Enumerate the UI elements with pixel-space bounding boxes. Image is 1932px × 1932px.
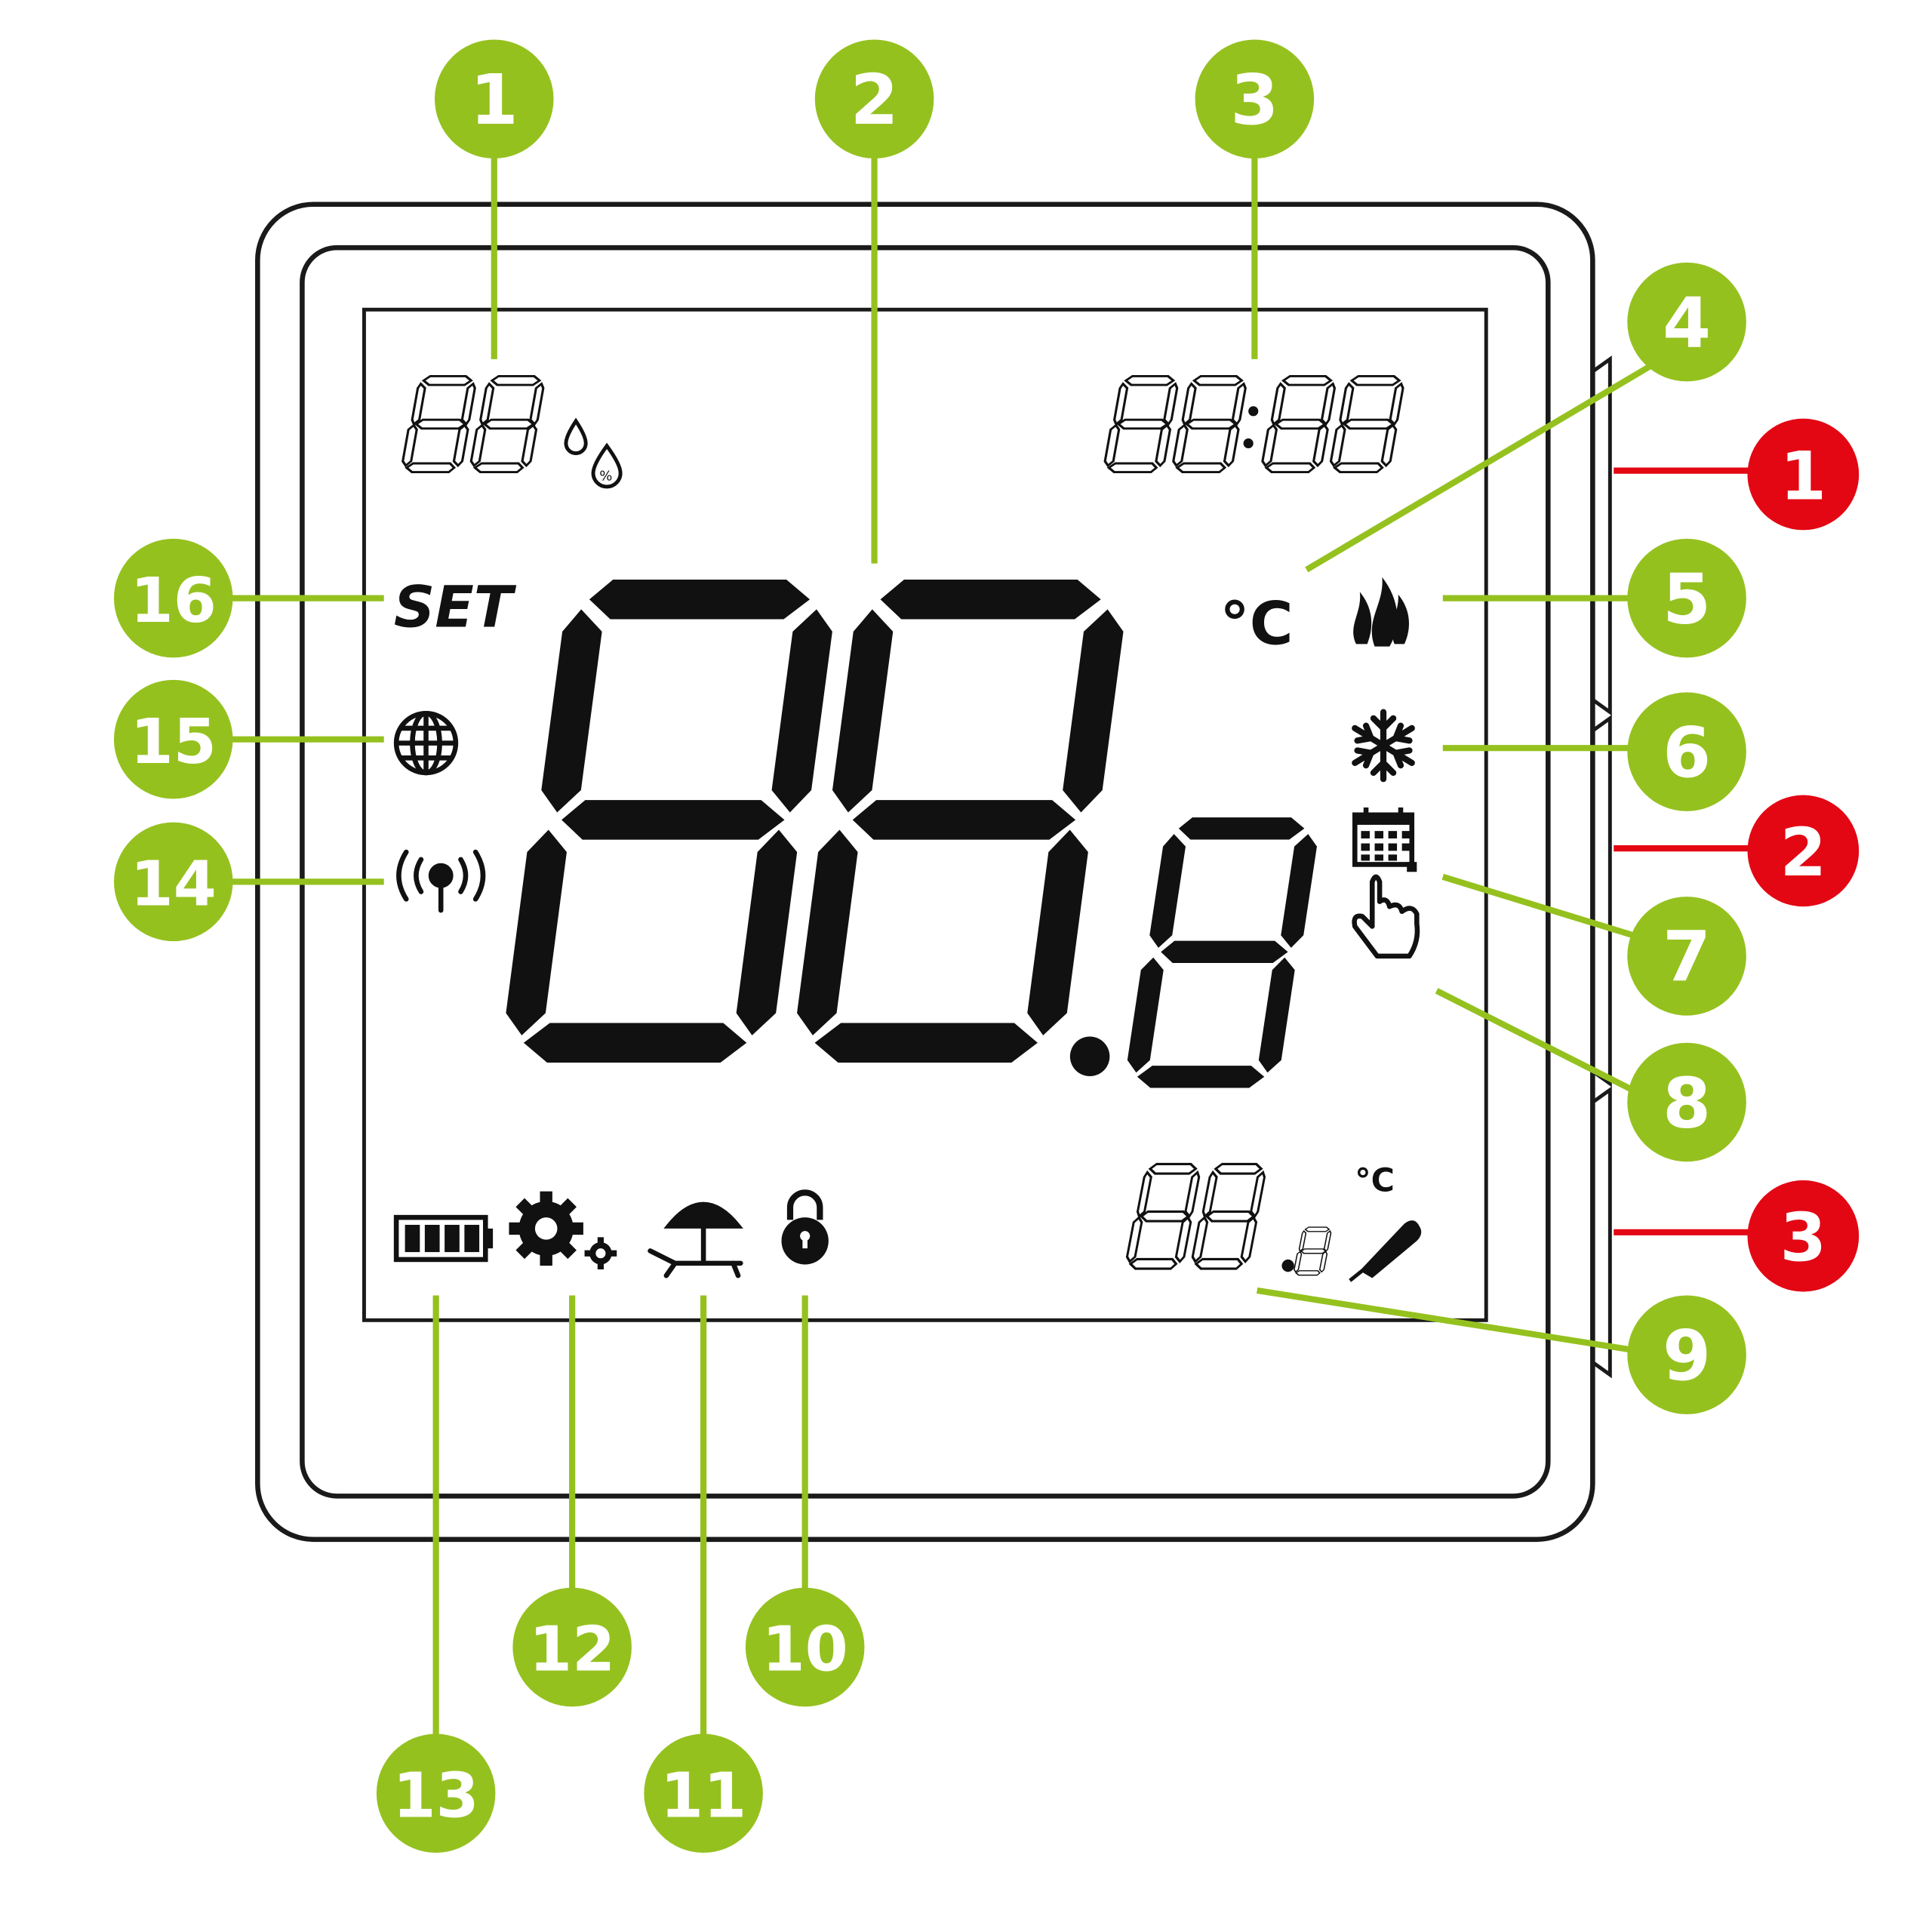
svg-text:15: 15 xyxy=(131,706,217,778)
callout-7: 7 xyxy=(1627,897,1746,1016)
callout-6: 6 xyxy=(1627,692,1746,811)
callout-16: 16 xyxy=(113,538,233,658)
clock-colon xyxy=(1243,406,1259,449)
globe-icon xyxy=(393,710,459,776)
svg-text:10: 10 xyxy=(762,1614,848,1686)
main-decimal-point xyxy=(1069,1036,1110,1077)
callout-1: 1 xyxy=(435,39,554,159)
svg-text:6: 6 xyxy=(1663,712,1711,793)
svg-text:2: 2 xyxy=(851,60,899,140)
svg-text:9: 9 xyxy=(1663,1315,1711,1396)
sunbed-umbrella-icon xyxy=(648,1201,743,1278)
flame-icon xyxy=(1353,577,1410,647)
callout-leaders-red xyxy=(1614,467,1759,1235)
svg-text:7: 7 xyxy=(1663,917,1711,998)
humidity-digits xyxy=(400,374,546,474)
callout-13: 13 xyxy=(376,1734,496,1853)
snowflake-icon xyxy=(1352,709,1415,783)
callout-14: 14 xyxy=(113,822,233,942)
callout-5: 5 xyxy=(1627,538,1746,658)
callout-leaders xyxy=(229,148,1664,1759)
hand-icon xyxy=(1352,874,1420,959)
svg-text:5: 5 xyxy=(1663,558,1711,639)
svg-text:%: % xyxy=(599,469,612,485)
callout-4: 4 xyxy=(1627,262,1746,382)
callout-11: 11 xyxy=(644,1734,763,1853)
callout-badges-green: 1 2 3 4 5 6 7 8 9 10 11 12 13 14 15 16 xyxy=(113,39,1746,1853)
svg-text:1: 1 xyxy=(1780,437,1827,515)
callout-8: 8 xyxy=(1627,1042,1746,1162)
main-temp-digits xyxy=(502,580,1320,1088)
clock-digits xyxy=(1102,374,1406,474)
callout-15: 15 xyxy=(113,679,233,799)
svg-text:11: 11 xyxy=(660,1760,746,1832)
wireless-icon xyxy=(396,849,486,913)
humidity-icon: % xyxy=(564,417,623,489)
celsius-small-label: °C xyxy=(1355,1162,1395,1200)
svg-text:3: 3 xyxy=(1780,1199,1827,1277)
celsius-main-label: °C xyxy=(1220,589,1293,658)
set-label: SET xyxy=(394,574,517,640)
svg-text:1: 1 xyxy=(470,60,518,140)
button-callout-3: 3 xyxy=(1747,1180,1860,1292)
side-button-2[interactable] xyxy=(1591,715,1612,1088)
callout-2: 2 xyxy=(814,39,934,159)
side-button-3[interactable] xyxy=(1591,1086,1612,1379)
floor-temp-digits xyxy=(1124,1162,1333,1276)
callout-9: 9 xyxy=(1627,1295,1746,1415)
floor-probe-icon xyxy=(1349,1220,1422,1282)
lock-icon xyxy=(781,1189,829,1265)
clock-readout: 88:88 xyxy=(1121,371,1124,372)
svg-text:14: 14 xyxy=(131,849,217,921)
humidity-readout: 88 xyxy=(421,371,423,372)
battery-icon xyxy=(393,1214,494,1263)
gears-icon xyxy=(509,1191,617,1270)
svg-text:8: 8 xyxy=(1663,1063,1711,1143)
svg-text:12: 12 xyxy=(529,1614,615,1686)
calendar-icon xyxy=(1352,807,1417,872)
callout-badges-red: 1 2 3 xyxy=(1747,418,1860,1292)
lcd-display: % SET °C xyxy=(393,374,1422,1282)
svg-text:13: 13 xyxy=(393,1760,479,1832)
svg-text:4: 4 xyxy=(1663,282,1711,363)
callout-12: 12 xyxy=(512,1587,632,1707)
svg-text:16: 16 xyxy=(131,565,217,637)
svg-text:2: 2 xyxy=(1780,814,1827,891)
side-button-1[interactable] xyxy=(1591,355,1612,716)
device-frame xyxy=(255,202,1612,1543)
floor-temp-readout: 88.8 xyxy=(1146,1158,1149,1160)
callout-3: 3 xyxy=(1195,39,1315,159)
svg-text:3: 3 xyxy=(1230,60,1278,140)
callout-10: 10 xyxy=(745,1587,865,1707)
button-callout-2: 2 xyxy=(1747,795,1860,907)
button-callout-1: 1 xyxy=(1747,418,1860,531)
main-temp-readout: 88.8 xyxy=(564,577,567,578)
